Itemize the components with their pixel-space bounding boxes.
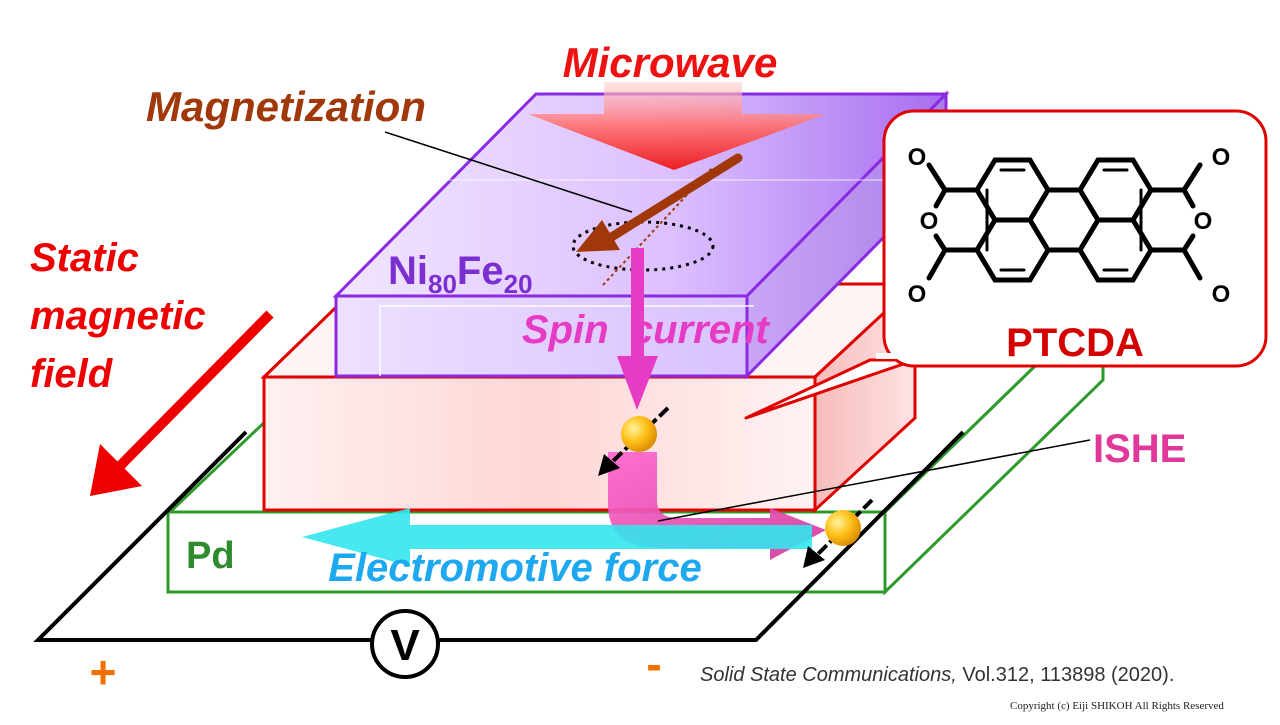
spin-upper-arrow-head bbox=[598, 454, 620, 476]
magnetization-label: Magnetization bbox=[146, 83, 426, 130]
electron-spin-ball-icon bbox=[825, 510, 861, 546]
magnetization-pointer bbox=[384, 131, 633, 213]
nife-sub-20: 20 bbox=[504, 269, 533, 299]
oxygen-label: O bbox=[908, 281, 927, 308]
ishe-pointer bbox=[657, 439, 1091, 522]
voltmeter-icon bbox=[370, 609, 440, 679]
wire-left bbox=[33, 430, 372, 642]
ptcda-label: PTCDA bbox=[1006, 321, 1144, 365]
nife-highlight bbox=[379, 305, 754, 376]
static-field-arrow-head bbox=[90, 444, 142, 496]
static-field-label: Static magnetic field bbox=[30, 236, 206, 396]
electron-spin-ball-icon bbox=[621, 416, 657, 452]
oxygen-label: O bbox=[1212, 144, 1231, 171]
static-field-line1: Static bbox=[30, 236, 139, 280]
plus-label: + bbox=[90, 646, 117, 698]
ptcda-oxygen-labels: O O O O O O bbox=[908, 144, 1231, 308]
ptcda-callout: O O O O O O PTCDA bbox=[744, 109, 1268, 420]
nife-label: Ni80Fe20 bbox=[388, 249, 533, 299]
static-field-arrow-shaft bbox=[114, 310, 274, 472]
wire-right bbox=[438, 430, 965, 642]
oxygen-label: O bbox=[920, 208, 939, 235]
nife-fe: Fe bbox=[457, 249, 504, 293]
minus-label: - bbox=[646, 638, 661, 690]
voltmeter-label: V bbox=[390, 621, 420, 670]
ptcda-front-face bbox=[262, 375, 817, 512]
citation-journal: Solid State Communications, bbox=[700, 664, 957, 686]
microwave-label: Microwave bbox=[563, 39, 778, 86]
ptcda-structure-icon bbox=[926, 157, 1203, 283]
emf-arrow bbox=[302, 508, 812, 566]
magnetization-arrow-head bbox=[576, 220, 620, 252]
spin-lower-arrow-head bbox=[803, 546, 825, 568]
electron-spin-lower bbox=[803, 498, 874, 568]
nife-ni: Ni bbox=[388, 249, 428, 293]
pd-label: Pd bbox=[186, 535, 235, 577]
oxygen-label: O bbox=[1212, 281, 1231, 308]
static-field-line3: field bbox=[30, 352, 114, 396]
ishe-label: ISHE bbox=[1093, 427, 1186, 471]
nife-sub-80: 80 bbox=[428, 269, 457, 299]
oxygen-label: O bbox=[1194, 208, 1213, 235]
electron-spin-upper bbox=[598, 406, 670, 476]
static-field-line2: magnetic bbox=[30, 294, 206, 338]
emf-label: Electromotive force bbox=[328, 546, 701, 590]
spin-current-head bbox=[617, 356, 658, 410]
copyright: Copyright (c) Eiji SHIKOH All Rights Res… bbox=[1010, 700, 1224, 712]
nife-front-face bbox=[334, 294, 749, 378]
callout-pointer bbox=[744, 358, 917, 420]
citation: Solid State Communications, Vol.312, 113… bbox=[700, 664, 1174, 687]
spin-current-label: Spin current bbox=[522, 308, 770, 352]
microwave-arrow bbox=[528, 82, 826, 170]
magnetization-arrow-shaft bbox=[605, 153, 743, 243]
spin-current-shaft bbox=[631, 248, 644, 360]
oxygen-label: O bbox=[908, 144, 927, 171]
citation-details: Vol.312, 113898 (2020). bbox=[956, 664, 1175, 686]
callout-box bbox=[882, 109, 1268, 368]
